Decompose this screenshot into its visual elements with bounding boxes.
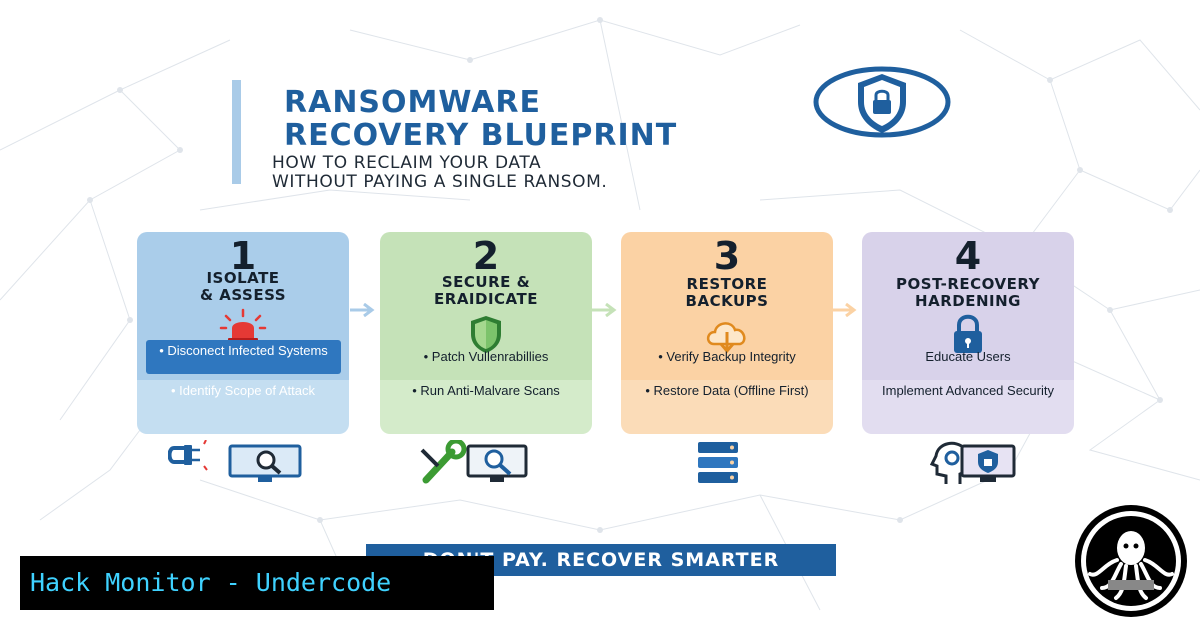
step-item-1: • Patch Vullenrabillies [423,349,549,364]
cloud-download-icon [706,322,746,354]
step-number: 1 [229,234,257,278]
step-number: 3 [713,234,741,278]
arrow-right-icon [832,303,857,317]
shield-lock-icon [813,66,951,138]
step-card-1: 1 ISOLATE & ASSESS • Disconect Infected … [137,232,349,434]
step-card-1-bottom [137,380,349,434]
step-title-line-1: POST-RECOVERY [896,275,1040,293]
step-item-2: Implement Advanced Security [882,383,1054,398]
step-card-4-top [862,232,1074,380]
monitor-magnifier-icon [228,444,302,482]
step-item-1: • Verify Backup Integrity [658,349,796,364]
step-card-4: 4 POST-RECOVERY HARDENING Educate Users … [862,232,1074,434]
step-item-2: • Run Anti-Malvare Scans [412,383,560,398]
step-card-2-top [380,232,592,380]
server-stack-icon [698,442,738,483]
monitor-magnifier-icon [466,444,528,482]
step-title-line-1: ISOLATE [206,269,280,287]
octopus-logo-icon [1075,505,1187,617]
step-card-3-bottom [621,380,833,434]
step-title: POST-RECOVERY HARDENING [862,276,1074,310]
step-title-line-2: & ASSESS [199,286,287,304]
subtitle-line-1: HOW TO RECLAIM YOUR DATA [272,153,542,173]
step-title: ISOLATE & ASSESS [137,270,349,304]
subtitle-line-2: WITHOUT PAYING A SINGLE RANSOM. [272,172,608,192]
step-card-4-bottom [862,380,1074,434]
title-line-1: RANSOMWARE [284,85,541,120]
step-title-line-1: RESTORE [686,275,768,293]
step-number: 4 [954,234,982,278]
brand-watermark: Hack Monitor - Undercode [20,556,494,610]
unplugged-cable-icon [168,440,208,471]
arrow-right-icon [350,303,375,317]
shield-icon [471,316,501,353]
step-title-line-2: ERAIDICATE [434,290,538,308]
padlock-icon [954,314,982,353]
page-title: RANSOMWARE RECOVERY BLUEPRINT [284,86,804,152]
step-title: RESTORE BACKUPS [621,276,833,310]
step-card-3-top [621,232,833,380]
step-item-1: Educate Users [925,349,1011,364]
page-subtitle: HOW TO RECLAIM YOUR DATA WITHOUT PAYING … [272,154,792,192]
step-title-line-1: SECURE & [441,273,531,291]
step-title: SECURE & ERAIDICATE [380,274,592,308]
step-item-2: • Identify Scope of Attack [170,383,316,398]
step-card-2-bottom [380,380,592,434]
title-line-2: RECOVERY BLUEPRINT [284,118,678,153]
step-number: 2 [472,234,500,278]
step-card-2: 2 SECURE & ERAIDICATE • Patch Vullenrabi… [380,232,592,434]
arrow-right-icon [592,303,617,317]
step-title-line-2: BACKUPS [685,292,769,310]
step-card-3: 3 RESTORE BACKUPS • Verify Backup Integr… [621,232,833,434]
step-item-2: • Restore Data (Offline First) [645,383,809,398]
step-title-line-2: HARDENING [915,292,1021,310]
wrench-icon [420,440,467,484]
title-accent-bar [232,80,241,184]
step-item-1: • Disconect Infected Systems [146,340,341,374]
monitor-shield-icon [960,444,1016,482]
